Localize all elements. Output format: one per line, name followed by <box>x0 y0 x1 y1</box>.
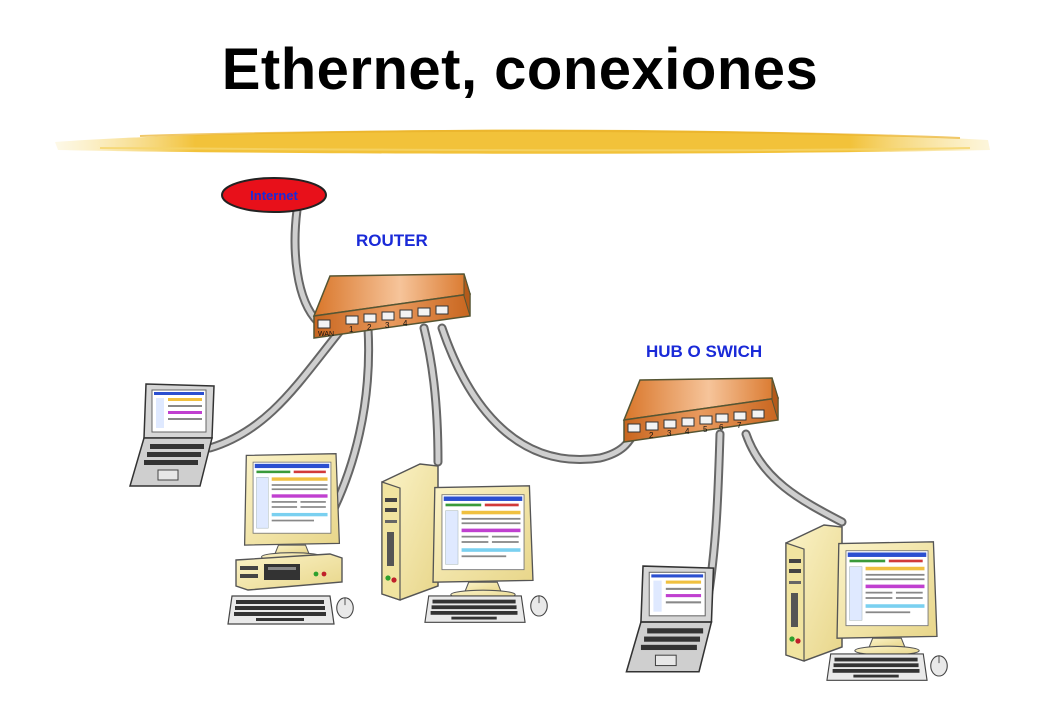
switch-port-5: 5 <box>703 425 708 434</box>
laptop-computer-icon <box>625 565 715 673</box>
tower-computer-icon <box>785 524 948 681</box>
router-port-1: 1 <box>349 325 354 334</box>
internet-node: Internet <box>221 177 327 213</box>
switch-port-2: 2 <box>649 431 654 440</box>
router-port-3: 3 <box>385 321 390 330</box>
desktop-computer-icon <box>227 452 354 625</box>
switch-port-4: 4 <box>685 427 690 436</box>
title-underline <box>55 129 990 154</box>
switch-device: 2 3 4 5 6 7 HUB O SWICH <box>622 342 779 443</box>
router-port-2: 2 <box>367 323 372 332</box>
switch-port-7: 7 <box>737 421 742 430</box>
tower-computer-icon <box>381 463 548 623</box>
router-port-4: 4 <box>403 319 408 328</box>
router-device: WAN 1 2 3 4 ROUTER <box>312 231 471 339</box>
switch-port-6: 6 <box>719 423 724 432</box>
slide-title: Ethernet, conexiones <box>221 37 819 102</box>
switch-label: HUB O SWICH <box>646 342 762 361</box>
switch-ports <box>627 409 765 433</box>
laptop-computer-icon <box>129 383 215 487</box>
internet-label: Internet <box>250 188 298 203</box>
router-wan-label: WAN <box>318 331 334 338</box>
switch-port-3: 3 <box>667 429 672 438</box>
router-ports <box>317 305 449 329</box>
router-label: ROUTER <box>356 231 428 250</box>
